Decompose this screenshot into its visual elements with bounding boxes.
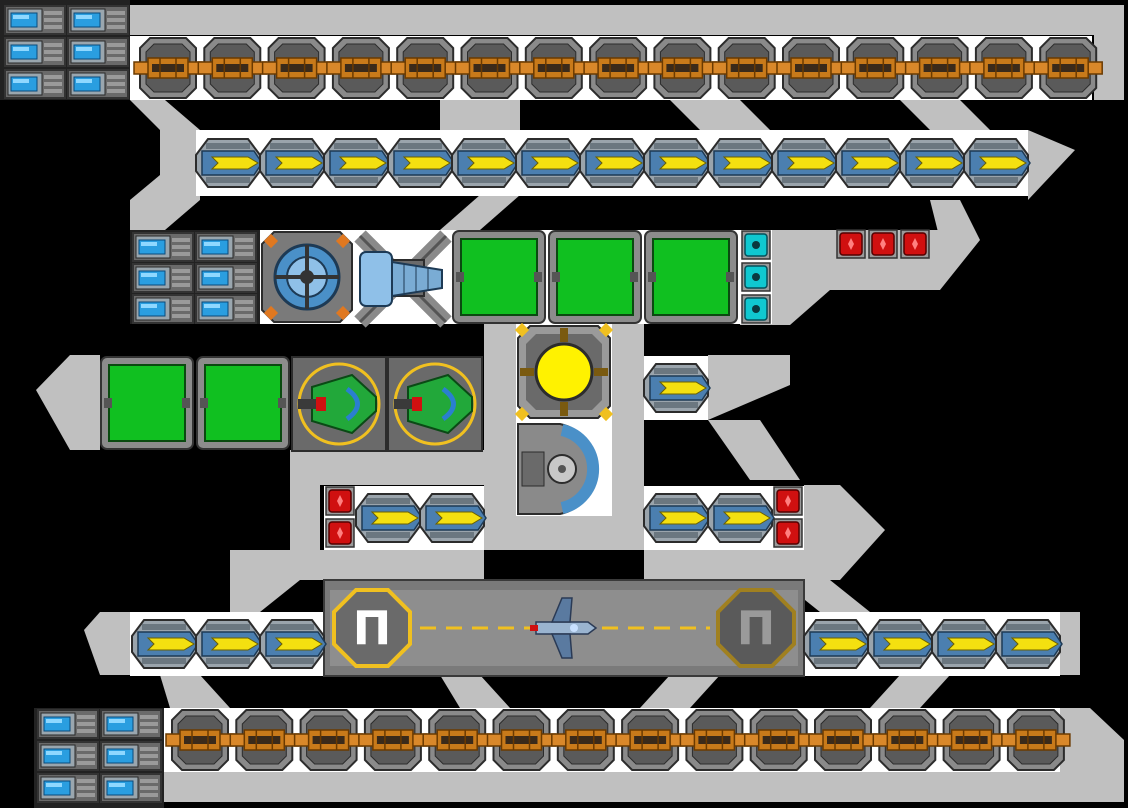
hangar-left-missiles[interactable] [131,619,327,669]
mid-cargo-bay[interactable] [100,356,290,450]
shield-generator[interactable] [261,231,353,323]
cannon-module[interactable] [743,709,814,771]
bottom-battery-bank[interactable] [34,708,164,808]
missile-launcher-module[interactable] [515,138,583,188]
cannon-module[interactable] [776,37,846,99]
missile-launcher-module[interactable] [323,138,391,188]
missile-launcher-module[interactable] [643,138,711,188]
fighter-drone-bay[interactable] [292,357,482,451]
launch-pad-inactive[interactable]: Π [716,588,796,668]
cannon-module[interactable] [872,709,943,771]
upper-armor-blocks[interactable] [836,229,930,259]
cannon-module[interactable] [293,709,364,771]
missile-launcher-module[interactable] [451,138,519,188]
cannon-module[interactable] [261,37,332,99]
cannon-module[interactable] [357,709,428,771]
cannon-module[interactable] [165,709,235,771]
missile-launcher-module[interactable] [195,138,263,188]
missile-launcher-module[interactable] [387,138,455,188]
reactor[interactable] [514,322,614,422]
top-battery-bank[interactable] [0,0,130,100]
mid-missile-launcher[interactable] [643,363,711,413]
cannon-module[interactable] [454,37,525,99]
cannon-module[interactable] [808,709,878,771]
cannon-module[interactable] [1033,37,1104,99]
missile-launcher-module[interactable] [707,138,775,188]
cannon-module[interactable] [197,37,268,99]
left-battery-bank[interactable] [130,230,260,324]
cannon-module[interactable] [133,37,203,99]
cannon-module[interactable] [904,37,975,99]
top-cannon-row[interactable] [133,37,1104,99]
cannon-module[interactable] [518,37,589,99]
cannon-module[interactable] [325,37,396,99]
missile-launcher-module[interactable] [579,138,647,188]
cannon-module[interactable] [968,37,1039,99]
cannon-module[interactable] [583,37,654,99]
missile-launcher-module[interactable] [963,138,1031,188]
missile-launcher-module[interactable] [771,138,839,188]
pad-symbol-inactive: Π [737,601,776,655]
cannon-module[interactable] [936,709,1007,771]
missile-launcher-module[interactable] [259,138,327,188]
cannon-module[interactable] [550,709,621,771]
cannon-module[interactable] [486,709,557,771]
pad-symbol: Π [353,601,392,655]
cannon-module[interactable] [647,37,718,99]
launch-pad-active[interactable]: Π [332,588,412,668]
fighter-ship-icon[interactable] [530,597,598,659]
hangar-bay[interactable]: Π Π [323,579,805,677]
missile-launcher-module[interactable] [835,138,903,188]
missile-launcher-module[interactable] [899,138,967,188]
cannon-module[interactable] [679,709,750,771]
drill[interactable] [354,230,452,328]
cannon-module[interactable] [1000,709,1071,771]
cannon-module[interactable] [422,709,493,771]
cannon-module[interactable] [840,37,911,99]
upper-cargo-bay[interactable] [452,230,738,324]
cannon-module[interactable] [390,37,461,99]
cannon-module[interactable] [711,37,782,99]
cockpit[interactable] [517,423,600,515]
cannon-module[interactable] [615,709,686,771]
cannon-module[interactable] [229,709,300,771]
sensor-array[interactable] [741,230,771,324]
